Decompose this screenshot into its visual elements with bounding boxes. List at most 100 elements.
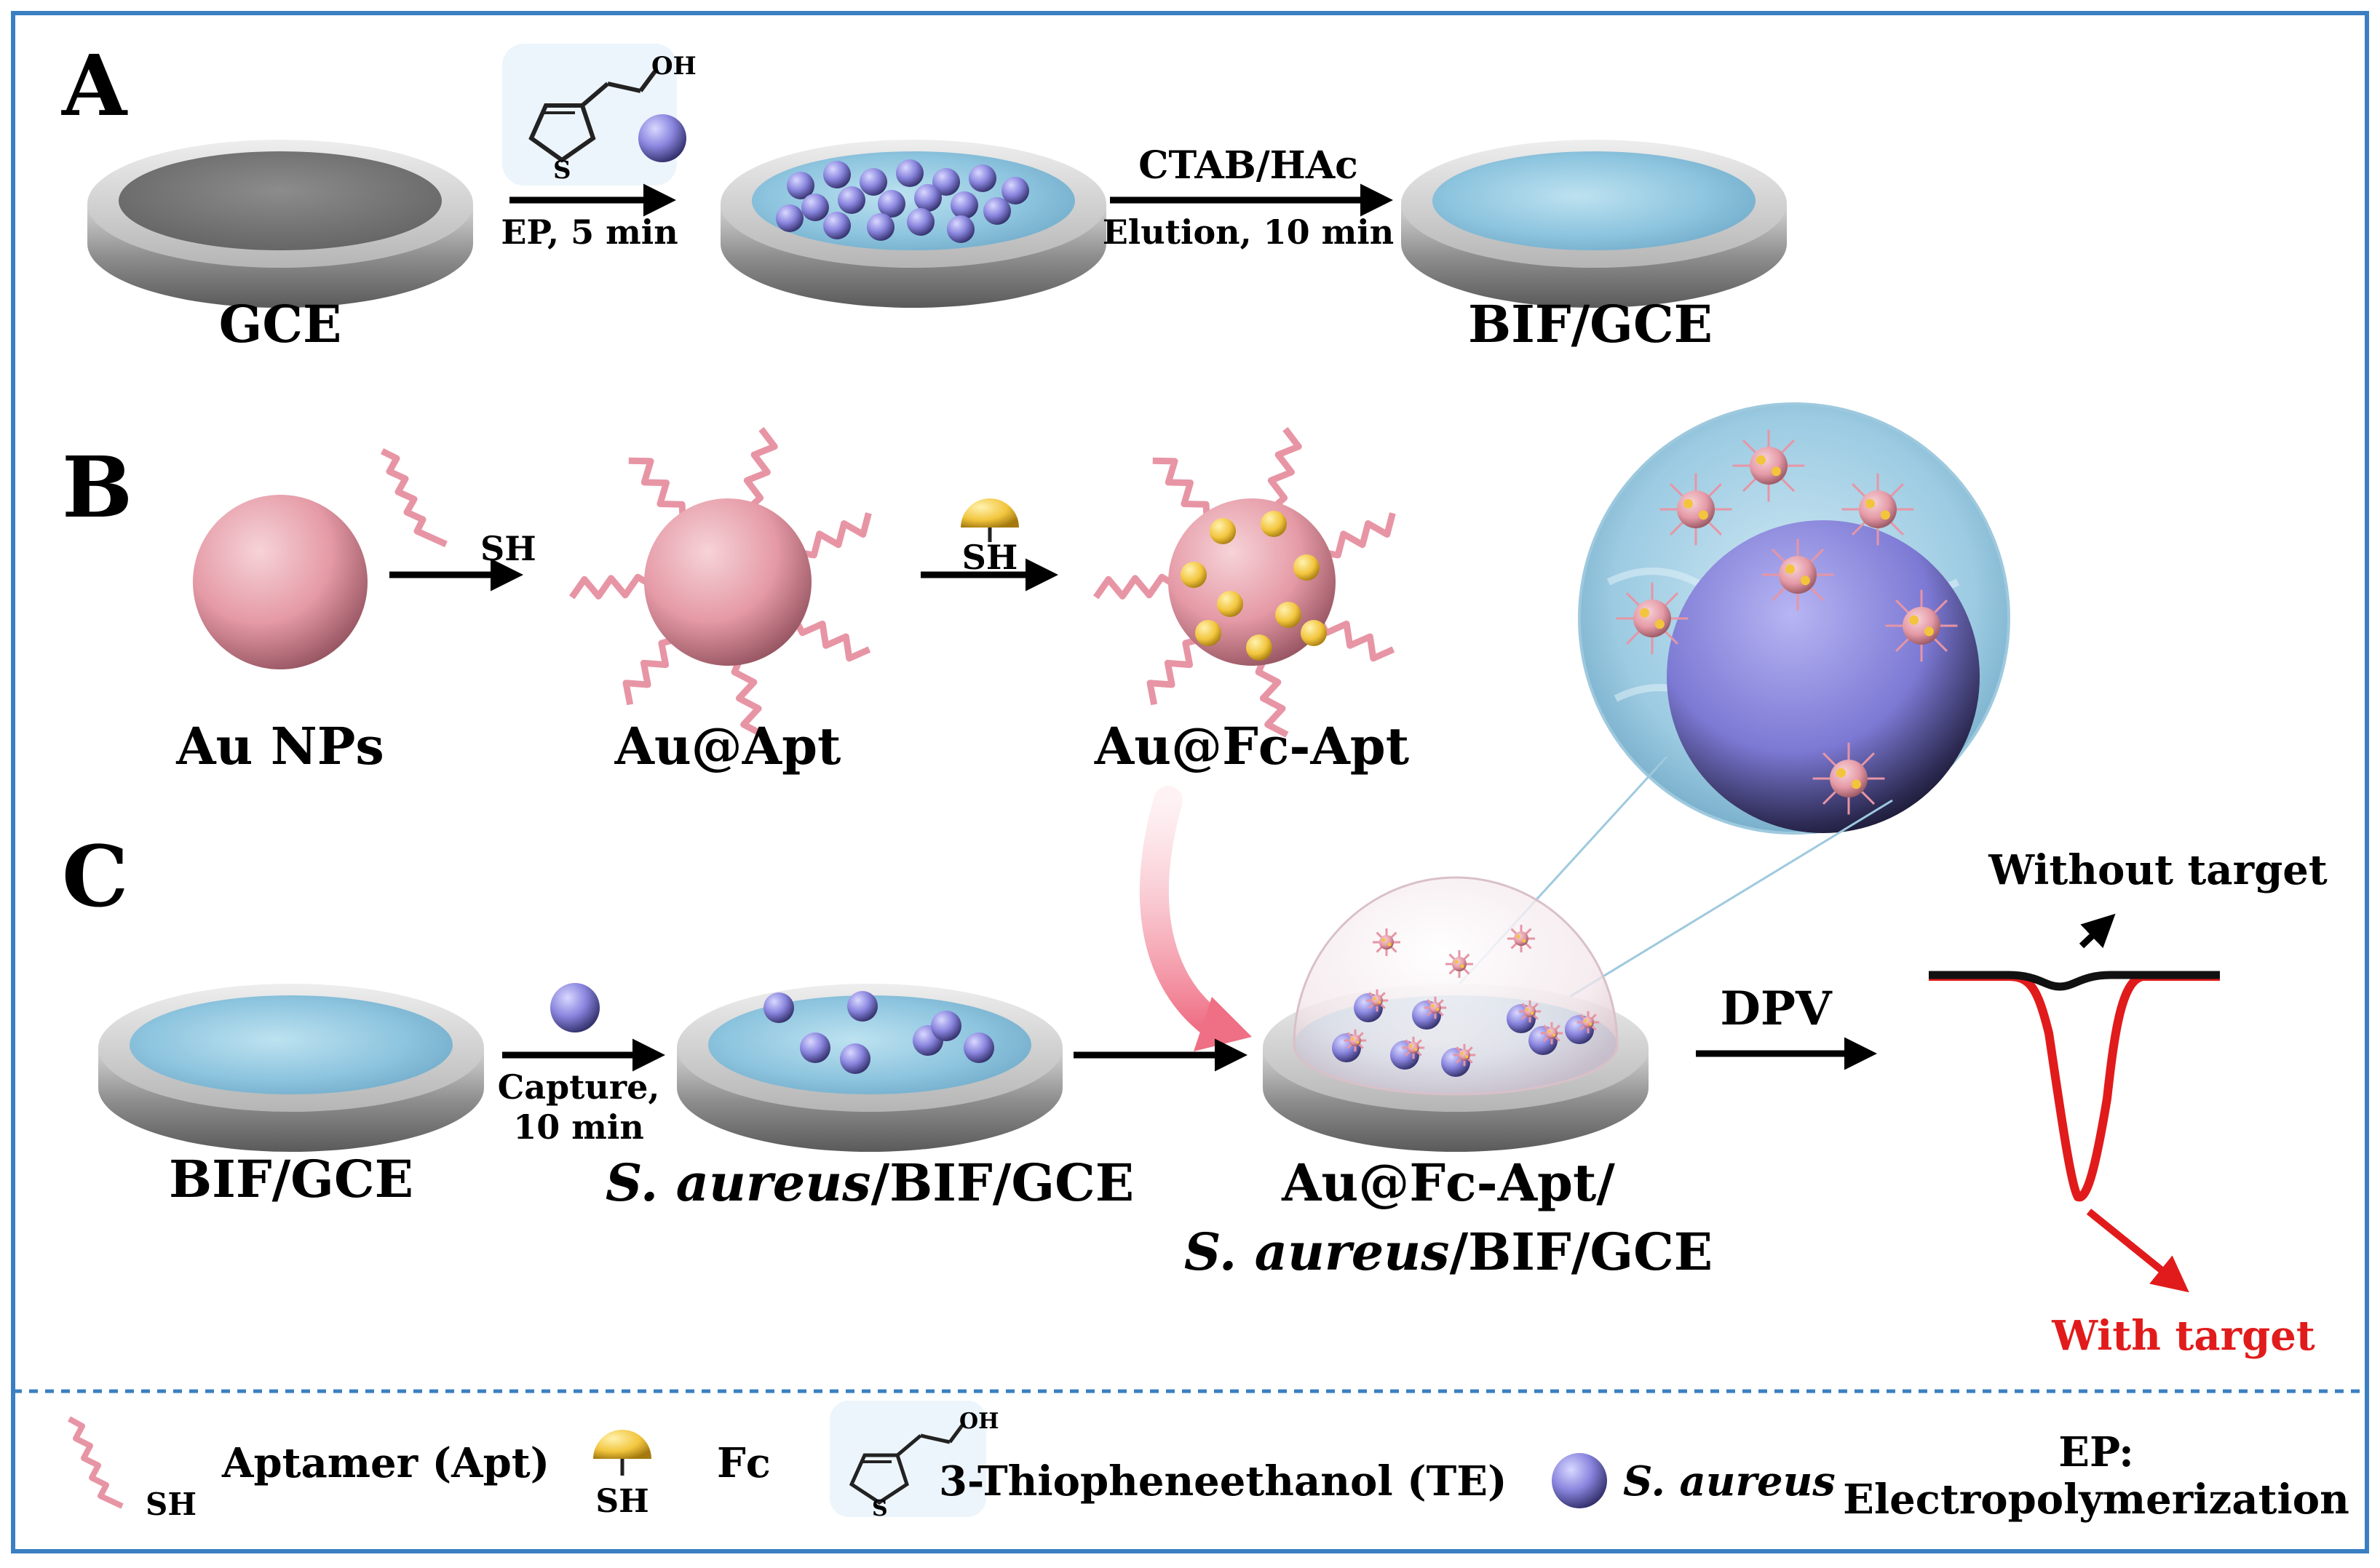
final-label-line1: Au@Fc-Apt/: [1281, 1153, 1615, 1213]
legend-te-s: S: [872, 1496, 888, 1521]
aptamer-strand-icon: [380, 447, 448, 548]
mini-fc: [1800, 576, 1810, 586]
mini-fc: [1409, 1044, 1413, 1048]
final-label-line2: S. aureus/BIF/GCE: [1184, 1222, 1713, 1282]
embedded-saureus: [914, 184, 942, 212]
captured-saureus: [763, 992, 794, 1023]
mini-probe: [1830, 760, 1868, 797]
fc-label: [1275, 602, 1301, 628]
fc-sh-icon: SH: [961, 498, 1019, 577]
mini-probe: [1408, 1042, 1419, 1054]
legend-fc-sh: SH: [595, 1483, 648, 1520]
aptamer-strand: [622, 635, 678, 706]
capture-label-2: 10 min: [513, 1107, 644, 1147]
te-oh-label: OH: [651, 52, 697, 81]
mini-fc: [1460, 964, 1464, 968]
legend-aptamer-sh: SH: [146, 1487, 197, 1522]
legend-fc-icon: [593, 1430, 651, 1476]
mini-probe: [1514, 931, 1528, 946]
capture-label-1: Capture,: [498, 1067, 660, 1107]
with-target-label: With target: [2051, 1312, 2315, 1360]
saureus-icon: [638, 114, 686, 162]
aptamer-strand: [792, 617, 871, 662]
fc-label: [1301, 620, 1327, 646]
aptamer-strand: [1316, 617, 1395, 662]
mini-fc: [1454, 960, 1459, 964]
thiopheneethanol-icon: OH S: [502, 44, 697, 186]
embedded-saureus: [969, 164, 996, 192]
saureus-bif-gce-label: S. aureus/BIF/GCE: [606, 1153, 1134, 1213]
mini-probe: [1779, 556, 1817, 594]
aptamer-strand: [1267, 426, 1302, 512]
gce-label: GCE: [219, 294, 342, 354]
mini-fc: [1851, 779, 1861, 789]
ep-arrow-label: EP, 5 min: [501, 212, 678, 252]
embedded-saureus: [860, 168, 887, 196]
fc-label: [1261, 511, 1287, 537]
zoom-guide-right: [1557, 799, 1893, 1006]
embedded-saureus: [878, 190, 905, 218]
mini-fc: [1836, 768, 1847, 778]
mini-fc: [1526, 1008, 1529, 1011]
mini-fc: [1381, 938, 1386, 942]
without-target-arrow: [2079, 913, 2116, 949]
mini-probe: [1452, 957, 1467, 971]
aptamer-strand: [1321, 512, 1396, 559]
au-nps-label: Au NPs: [175, 716, 384, 776]
panel-label-b: B: [62, 439, 132, 537]
mini-fc: [1414, 1048, 1418, 1051]
probe-addition-arrowhead: [1194, 997, 1252, 1051]
embedded-saureus: [801, 194, 829, 221]
fc-sh-label: SH: [962, 538, 1018, 577]
aptamer-strand: [569, 573, 654, 600]
mini-probe: [1349, 1035, 1361, 1046]
mini-fc: [1356, 1040, 1360, 1044]
mini-fc: [1589, 1022, 1592, 1026]
dpv-label: DPV: [1720, 982, 1833, 1036]
aptamer-strand: [1093, 573, 1178, 600]
embedded-saureus: [951, 191, 978, 219]
mini-fc: [1460, 1051, 1464, 1055]
embedded-saureus: [823, 161, 851, 188]
aptamer-strand: [628, 457, 686, 521]
with-target-arrow: [2086, 1209, 2189, 1293]
aptamer-sh-label: SH: [480, 529, 536, 568]
mini-probe: [1582, 1016, 1594, 1028]
embedded-saureus: [983, 197, 1011, 225]
mini-fc: [1785, 564, 1796, 574]
fc-label: [1195, 620, 1221, 646]
embedded-bacteria: [776, 159, 1029, 243]
mini-fc: [1465, 1055, 1469, 1059]
mini-fc: [1552, 1033, 1556, 1037]
captured-bacteria: [763, 991, 994, 1074]
bif-gce-label-c: BIF/GCE: [169, 1149, 413, 1209]
bif-gce-label-a: BIF/GCE: [1468, 294, 1713, 354]
au-fc-apt-label: Au@Fc-Apt: [1094, 716, 1409, 776]
au-nanoparticle: [193, 495, 368, 669]
mini-probe: [1379, 935, 1394, 950]
embedded-saureus: [1001, 177, 1029, 204]
captured-saureus: [800, 1032, 830, 1063]
mini-fc: [1924, 626, 1934, 637]
capture-saureus-icon: [550, 983, 600, 1032]
fc-label: [1210, 518, 1236, 544]
embedded-saureus: [932, 168, 960, 196]
au-apt-label: Au@Apt: [614, 716, 841, 776]
zoom-bound-nanoprobes: [1616, 429, 1958, 815]
mini-probe: [1371, 995, 1383, 1006]
legend-ep-line2: Electropolymerization: [1843, 1476, 2349, 1524]
mini-probe: [1524, 1006, 1536, 1017]
captured-saureus: [847, 991, 878, 1022]
te-s-label: S: [553, 156, 571, 185]
legend-ep-line1: EP:: [2058, 1428, 2133, 1476]
aptamer-strand: [1152, 457, 1210, 521]
mini-fc: [1373, 997, 1376, 1000]
mini-probe: [1677, 490, 1715, 528]
bif-gce-electrode-c: [98, 984, 484, 1152]
legend-aptamer-icon: [68, 1416, 124, 1509]
embedded-saureus: [838, 186, 865, 214]
elution-label: Elution, 10 min: [1103, 212, 1394, 252]
embedded-saureus: [947, 215, 975, 243]
mini-probe: [1859, 490, 1897, 528]
probe-addition-arrow: [1140, 786, 1230, 1040]
